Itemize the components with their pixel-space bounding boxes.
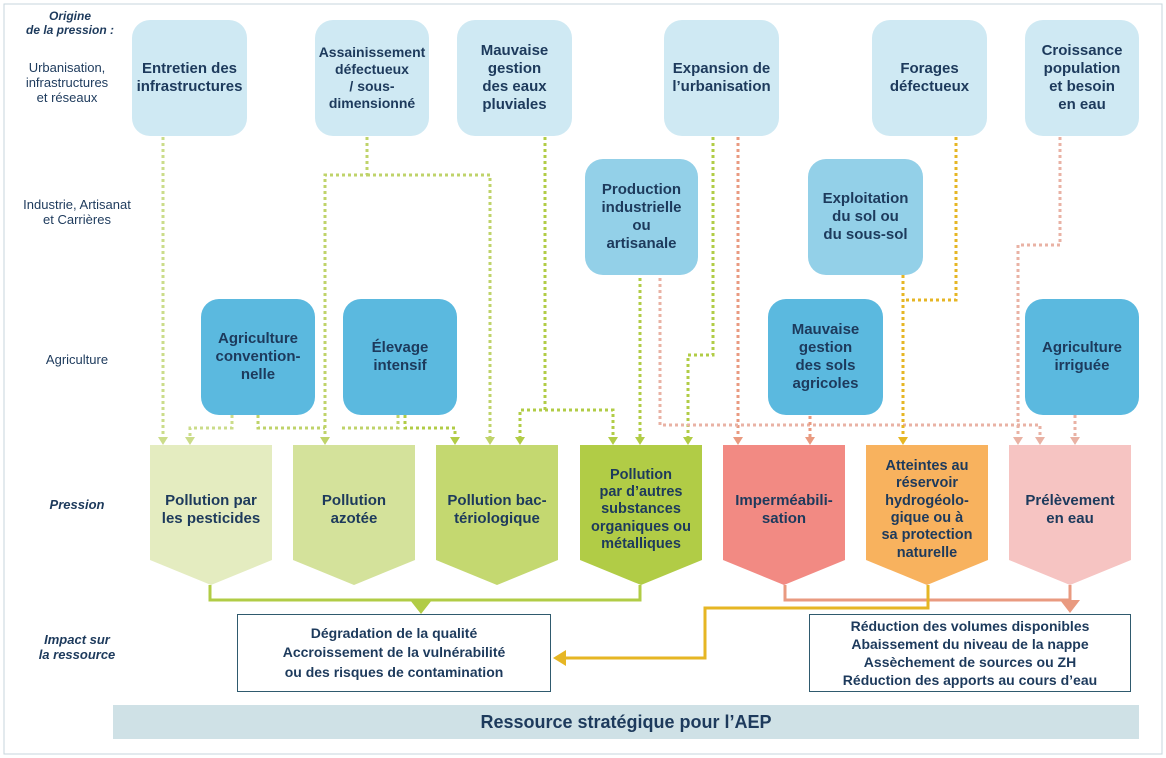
connector-arrowhead bbox=[805, 437, 815, 445]
connector-arrowhead bbox=[185, 437, 195, 445]
pressure-pesticides-label: Pollution par les pesticides bbox=[161, 492, 261, 527]
pressure-bacterio-label: Pollution bac- tériologique bbox=[447, 492, 547, 527]
connector-arrowhead bbox=[158, 437, 168, 445]
source-gestion-sols: Mauvaise gestion des sols agricoles bbox=[768, 299, 883, 415]
source-irriguee-label: Agriculture irriguée bbox=[1041, 339, 1122, 374]
atteintes-to-quality-line bbox=[565, 585, 930, 660]
impact-quantity-line-3: Assèchement de sources ou ZH bbox=[863, 654, 1077, 670]
connector-expansion-substances bbox=[686, 137, 715, 440]
pressure-prelevement-label: Prélèvement en eau bbox=[1025, 492, 1115, 527]
source-production-industrielle: Production industrielle ou artisanale bbox=[585, 159, 698, 275]
connector-arrowhead bbox=[450, 437, 460, 445]
connector-pluviales-substances bbox=[545, 408, 615, 440]
connector-arrowhead bbox=[733, 437, 743, 445]
source-forages-label: Forages défectueux bbox=[889, 60, 970, 95]
impact-quantity-line-1: Réduction des volumes disponibles bbox=[850, 617, 1090, 634]
source-exploitation-label: Exploitation du sol ou du sous-sol bbox=[822, 190, 909, 243]
connector-assainissement-azotee bbox=[323, 137, 369, 440]
row-label-pression: Pression bbox=[49, 497, 105, 512]
quantity-arrowhead bbox=[1060, 600, 1080, 613]
source-entretien: Entretien des infrastructures bbox=[132, 20, 247, 136]
source-croissance-label: Croissance population et besoin en eau bbox=[1041, 42, 1123, 113]
connector-assainissement-bacterio bbox=[367, 173, 492, 440]
source-entretien-label: Entretien des infrastructures bbox=[136, 60, 243, 95]
row-label-impact: Impact sur la ressource bbox=[38, 632, 116, 662]
connector-arrowhead bbox=[515, 437, 525, 445]
source-agriculture-irriguee: Agriculture irriguée bbox=[1025, 299, 1139, 415]
source-eaux-pluviales-label: Mauvaise gestion des eaux pluviales bbox=[480, 42, 549, 113]
connector-pluviales-bacterio bbox=[518, 137, 547, 440]
pressure-prelevement-shape bbox=[1009, 445, 1131, 585]
connector-arrowhead bbox=[1070, 437, 1080, 445]
connector-arrowhead bbox=[635, 437, 645, 445]
source-croissance: Croissance population et besoin en eau bbox=[1025, 20, 1139, 136]
quality-left-arrowhead bbox=[553, 650, 566, 666]
connector-arrowhead bbox=[1013, 437, 1023, 445]
source-agriculture-conventionnelle: Agriculture convention- nelle bbox=[201, 299, 315, 415]
source-exploitation-sol: Exploitation du sol ou du sous-sol bbox=[808, 159, 923, 275]
connector-arrowhead bbox=[485, 437, 495, 445]
source-expansion-label: Expansion de l’urbanisation bbox=[672, 60, 771, 95]
row-label-agriculture: Agriculture bbox=[45, 352, 109, 367]
impact-quality-line-1: Dégradation de la qualité bbox=[310, 624, 478, 641]
strategic-resource-banner: Ressource stratégique pour l’AEP bbox=[113, 705, 1139, 739]
outer-frame bbox=[3, 3, 1163, 755]
pressure-atteintes-label: Atteintes au réservoir hydrogéolo- gique… bbox=[881, 457, 973, 561]
source-production-label: Production industrielle ou artisanale bbox=[601, 181, 682, 252]
source-assainissement: Assainissement défectueux / sous- dimens… bbox=[315, 20, 429, 136]
banner-label: Ressource stratégique pour l’AEP bbox=[480, 711, 772, 732]
source-sols-label: Mauvaise gestion des sols agricoles bbox=[791, 321, 860, 392]
quality-collector bbox=[208, 585, 642, 602]
pressure-substances-shape bbox=[580, 445, 702, 585]
impact-quantity-line-4: Réduction des apports au cours d’eau bbox=[842, 672, 1098, 689]
row-label-urbanisation: Urbanisation, infrastructures et réseaux bbox=[25, 60, 109, 105]
impact-quality-line-2: Accroissement de la vulnérabilité ou des… bbox=[282, 644, 506, 680]
source-eaux-pluviales: Mauvaise gestion des eaux pluviales bbox=[457, 20, 572, 136]
source-assainissement-label: Assainissement défectueux / sous- dimens… bbox=[318, 44, 426, 111]
pressure-impermeabilisation-label: Imperméabili- sation bbox=[735, 492, 833, 527]
pressure-atteintes-shape bbox=[866, 445, 988, 585]
pressure-impermeabilisation-shape bbox=[723, 445, 845, 585]
pressure-bacterio-shape bbox=[436, 445, 558, 585]
connector-croissance-prelevement bbox=[1016, 137, 1062, 440]
origin-header: Origine de la pression : bbox=[25, 9, 115, 37]
connector-elevage-bacterio bbox=[403, 415, 457, 440]
impact-quality-box: Dégradation de la qualité Accroissement … bbox=[237, 614, 551, 692]
connector-arrowhead bbox=[898, 437, 908, 445]
impact-quantity-box: Réduction des volumes disponibles Abaiss… bbox=[809, 614, 1131, 692]
pressure-pesticides-shape bbox=[150, 445, 272, 585]
source-elevage-intensif: Élevage intensif bbox=[343, 299, 457, 415]
connector-agri-azotee bbox=[256, 415, 325, 430]
source-agri-conv-label: Agriculture convention- nelle bbox=[215, 330, 301, 383]
connector-forages-atteintes bbox=[903, 137, 958, 302]
pressure-azotee-label: Pollution azotée bbox=[321, 492, 387, 527]
pressure-azotee-shape bbox=[293, 445, 415, 585]
connector-arrowhead bbox=[608, 437, 618, 445]
connector-agri-pesticides bbox=[188, 415, 234, 440]
connector-arrowhead bbox=[320, 437, 330, 445]
row-label-industrie: Industrie, Artisanat et Carrières bbox=[23, 197, 131, 227]
quality-arrowhead bbox=[410, 600, 432, 614]
connector-industrie-prelevement bbox=[658, 272, 1042, 440]
impact-quantity-line-2: Abaissement du niveau de la nappe bbox=[851, 635, 1089, 652]
source-forages: Forages défectueux bbox=[872, 20, 987, 136]
connector-arrowhead bbox=[1035, 437, 1045, 445]
source-elevage-label: Élevage intensif bbox=[371, 339, 429, 374]
connector-elevage-azotee bbox=[340, 415, 400, 430]
pressure-substances-label: Pollution par d’autres substances organi… bbox=[591, 466, 691, 553]
source-expansion: Expansion de l’urbanisation bbox=[664, 20, 779, 136]
connector-arrowhead bbox=[683, 437, 693, 445]
